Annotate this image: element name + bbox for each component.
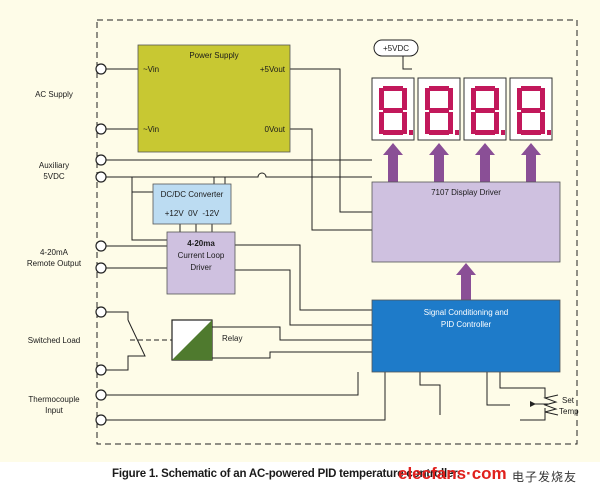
signal-line1: Signal Conditioning and <box>424 308 509 317</box>
arrow-to-digit-3 <box>475 143 495 182</box>
terminal-aux-2 <box>95 171 107 183</box>
display-driver-title: 7107 Display Driver <box>431 188 501 197</box>
segment <box>475 130 495 135</box>
decimal-point <box>409 130 413 135</box>
watermark-logo: elecfans·com <box>398 464 507 483</box>
display-digit-2 <box>417 77 461 141</box>
terminal-load-2 <box>95 364 107 376</box>
figure-caption: Figure 1. Schematic of an AC-powered PID… <box>112 468 460 480</box>
display-driver-block: 7107 Display Driver <box>371 181 561 263</box>
set-label: Set <box>562 396 575 405</box>
segment <box>402 88 407 110</box>
label-input: Input <box>45 406 64 415</box>
temp-label: Temp <box>559 407 579 416</box>
plus5vdc-text: +5VDC <box>383 44 409 53</box>
segment <box>521 130 541 135</box>
label-switched-load: Switched Load <box>28 336 80 345</box>
segment <box>540 88 545 110</box>
segment <box>383 130 403 135</box>
arrow-to-digit-1 <box>383 143 403 182</box>
segment <box>517 112 522 134</box>
segment <box>475 86 495 91</box>
decimal-point <box>455 130 459 135</box>
power-supply-vin2: ~Vin <box>143 125 159 134</box>
seven-segment-display <box>371 77 553 141</box>
segment <box>471 112 476 134</box>
segment <box>517 88 522 110</box>
terminal-remote-1 <box>95 240 107 252</box>
dcdc-rails: +12V 0V -12V <box>165 209 220 218</box>
segment <box>521 108 541 113</box>
terminal-aux-1 <box>95 154 107 166</box>
potentiometer-wiper-arrow <box>530 401 536 407</box>
signal-line2: PID Controller <box>441 320 492 329</box>
power-supply-5vout: +5Vout <box>260 65 286 74</box>
segment <box>475 108 495 113</box>
segment <box>521 86 541 91</box>
terminal-thermo-2 <box>95 414 107 426</box>
loop-line2: Current Loop <box>178 251 225 260</box>
segment <box>383 108 403 113</box>
arrow-to-digit-2 <box>429 143 449 182</box>
label-thermocouple: Thermocouple <box>28 395 80 404</box>
watermark-chinese: 电子发烧友 <box>512 470 578 484</box>
power-supply-block: Power Supply ~Vin ~Vin +5Vout 0Vout <box>137 44 291 153</box>
segment <box>448 88 453 110</box>
terminal-load-1 <box>95 306 107 318</box>
terminal-labels: AC Supply Auxiliary 5VDC 4-20mA Remote O… <box>27 90 82 415</box>
display-digit-1 <box>371 77 415 141</box>
potentiometer-resistor <box>543 394 559 416</box>
segment <box>402 112 407 134</box>
terminal-ac-2 <box>95 123 107 135</box>
relay-label: Relay <box>222 334 242 343</box>
loop-line3: Driver <box>190 263 212 272</box>
signal-conditioning-block: Signal Conditioning and PID Controller <box>371 299 561 373</box>
terminal-ac-1 <box>95 63 107 75</box>
segment <box>379 88 384 110</box>
loop-line1: 4-20ma <box>187 239 215 248</box>
current-loop-driver-block: 4-20ma Current Loop Driver <box>166 231 236 295</box>
terminal-remote-2 <box>95 262 107 274</box>
segment <box>425 88 430 110</box>
segment <box>540 112 545 134</box>
segment <box>429 108 449 113</box>
segment <box>471 88 476 110</box>
segment <box>383 86 403 91</box>
arrow-to-display-driver <box>456 263 476 300</box>
segment <box>448 112 453 134</box>
relay-block: Relay <box>171 319 242 361</box>
label-ac-supply: AC Supply <box>35 90 73 99</box>
decimal-point <box>501 130 505 135</box>
label-4-20ma: 4-20mA <box>40 248 69 257</box>
label-remote-output: Remote Output <box>27 259 82 268</box>
terminal-thermo-1 <box>95 389 107 401</box>
label-auxiliary: Auxiliary <box>39 161 69 170</box>
dcdc-converter-block: DC/DC Converter +12V 0V -12V <box>152 183 232 225</box>
decimal-point <box>547 130 551 135</box>
display-digit-3 <box>463 77 507 141</box>
segment <box>379 112 384 134</box>
dcdc-title: DC/DC Converter <box>161 190 224 199</box>
power-supply-vin1: ~Vin <box>143 65 159 74</box>
enclosure-outline <box>96 19 578 445</box>
segment <box>425 112 430 134</box>
segment <box>494 88 499 110</box>
power-supply-title: Power Supply <box>189 51 238 60</box>
terminals <box>95 63 107 426</box>
segment <box>494 112 499 134</box>
plus5vdc-label: +5VDC <box>373 39 419 57</box>
arrow-to-digit-4 <box>521 143 541 182</box>
power-supply-0vout: 0Vout <box>265 125 286 134</box>
label-5vdc: 5VDC <box>43 172 65 181</box>
display-digit-4 <box>509 77 553 141</box>
display-arrows <box>383 143 541 300</box>
wiring <box>106 55 546 421</box>
segment <box>429 86 449 91</box>
segment <box>429 130 449 135</box>
